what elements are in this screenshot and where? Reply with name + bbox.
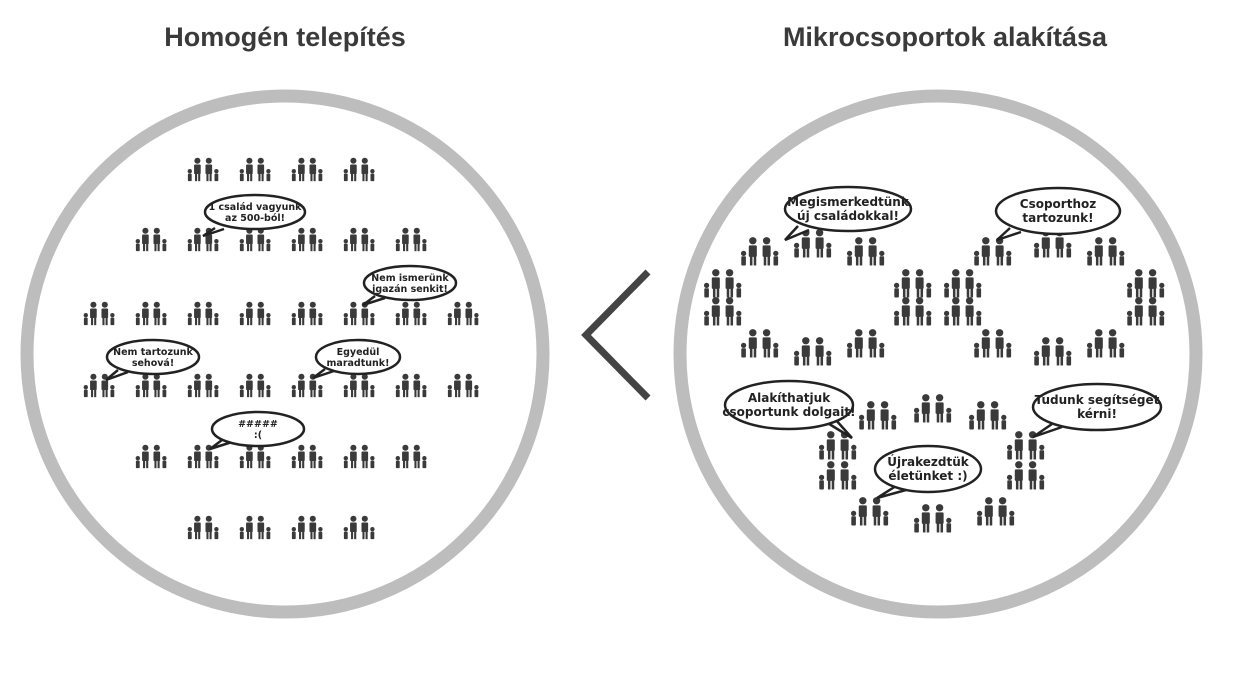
family-icon — [968, 401, 1007, 430]
family-icon — [703, 269, 742, 298]
left-bubble-4: Egyedül maradtunk! — [312, 338, 402, 380]
family-icon — [1126, 269, 1165, 298]
family-icon — [447, 373, 479, 398]
family-icon — [793, 337, 832, 366]
left-bubble-3: Nem tartozunk sehová! — [105, 338, 201, 382]
family-icon — [343, 227, 375, 252]
family-icon — [343, 444, 375, 469]
family-icon — [818, 461, 857, 490]
family-icon — [135, 227, 167, 252]
family-icon — [1086, 237, 1125, 266]
family-icon — [291, 301, 323, 326]
left-bubble-5: ##### :( — [209, 410, 306, 451]
chevron-left-icon — [581, 269, 651, 401]
right-bubble-3: Alakíthatjuk csoportunk dolgait! — [722, 379, 856, 440]
family-icon — [893, 297, 932, 326]
family-icon — [913, 394, 952, 423]
bubble-line: kérni! — [1077, 407, 1117, 421]
left-panel-ring — [20, 89, 550, 619]
family-icon — [343, 515, 375, 540]
right-panel-title: Mikrocsoportok alakítása — [782, 22, 1108, 52]
family-icon — [1086, 329, 1125, 358]
family-icon — [976, 497, 1015, 526]
family-icon — [846, 329, 885, 358]
family-icon — [239, 227, 271, 252]
bubble-line: 1 család vagyunk — [209, 202, 303, 213]
bubble-line: Megismerkedtünk — [787, 195, 910, 209]
family-icon — [239, 301, 271, 326]
family-icon — [973, 329, 1012, 358]
bubble-line: életünket :) — [888, 469, 967, 483]
bubble-line: Alakíthatjuk — [748, 391, 831, 405]
left-bubble-2: Nem ismerünk igazán senkit! — [362, 264, 458, 307]
left-bubble-1: 1 család vagyunk az 500-ból! — [202, 193, 307, 238]
family-icon — [395, 444, 427, 469]
family-icon — [1033, 337, 1072, 366]
family-icon — [343, 373, 375, 398]
family-icon — [343, 157, 375, 182]
family-icon — [239, 157, 271, 182]
family-icon — [83, 301, 115, 326]
bubble-line: Csoporthoz — [1020, 197, 1096, 211]
family-icon — [850, 497, 889, 526]
family-icon — [395, 373, 427, 398]
family-icon — [893, 269, 932, 298]
family-icon — [291, 227, 323, 252]
family-icon — [291, 515, 323, 540]
family-icon — [447, 301, 479, 326]
family-icon — [187, 301, 219, 326]
family-icon — [343, 301, 375, 326]
family-icon — [943, 269, 982, 298]
bubble-line: Nem ismerünk — [371, 273, 449, 284]
right-bubble-1: Megismerkedtünk új családokkal! — [783, 185, 913, 242]
bubble-line: csoportunk dolgait! — [722, 405, 855, 419]
right-bubble-4: Tudunk segítséget kérni! — [1031, 382, 1163, 439]
family-icon — [187, 157, 219, 182]
bubble-line: Egyedül — [337, 347, 380, 358]
family-icon — [135, 444, 167, 469]
family-icon — [943, 297, 982, 326]
family-icon — [703, 297, 742, 326]
family-icon — [135, 301, 167, 326]
bubble-line: az 500-ból! — [225, 213, 285, 224]
family-icon — [187, 373, 219, 398]
family-icon — [291, 444, 323, 469]
bubble-line: Újrakezdtük — [887, 454, 970, 469]
family-icon — [1126, 297, 1165, 326]
family-icon — [913, 504, 952, 533]
bubble-line: sehová! — [132, 358, 174, 369]
bubble-line: Nem tartozunk — [113, 347, 193, 358]
bubble-line: tartozunk! — [1022, 211, 1093, 225]
family-icon — [395, 227, 427, 252]
family-icon — [973, 237, 1012, 266]
family-icon — [135, 373, 167, 398]
bubble-line: :( — [254, 430, 262, 441]
bubble-line: új családokkal! — [797, 209, 899, 223]
bubble-line: Tudunk segítséget — [1035, 393, 1160, 407]
bubble-line: ##### — [238, 419, 278, 430]
family-icon — [239, 444, 271, 469]
family-icon — [395, 301, 427, 326]
family-icon — [740, 329, 779, 358]
right-bubble-5: Újrakezdtük életünket :) — [873, 444, 983, 500]
family-icon — [846, 237, 885, 266]
family-icon — [858, 401, 897, 430]
right-bubble-2: Csoporthoz tartozunk! — [994, 186, 1122, 242]
family-icon — [740, 237, 779, 266]
bubble-line: maradtunk! — [327, 358, 390, 369]
right-panel-ring — [673, 89, 1203, 619]
bubble-line: igazán senkit! — [372, 284, 448, 295]
family-icon — [291, 157, 323, 182]
family-icon — [239, 373, 271, 398]
family-icon — [187, 515, 219, 540]
family-icon — [1006, 461, 1045, 490]
left-panel-title: Homogén telepítés — [164, 22, 406, 52]
family-icon — [239, 515, 271, 540]
